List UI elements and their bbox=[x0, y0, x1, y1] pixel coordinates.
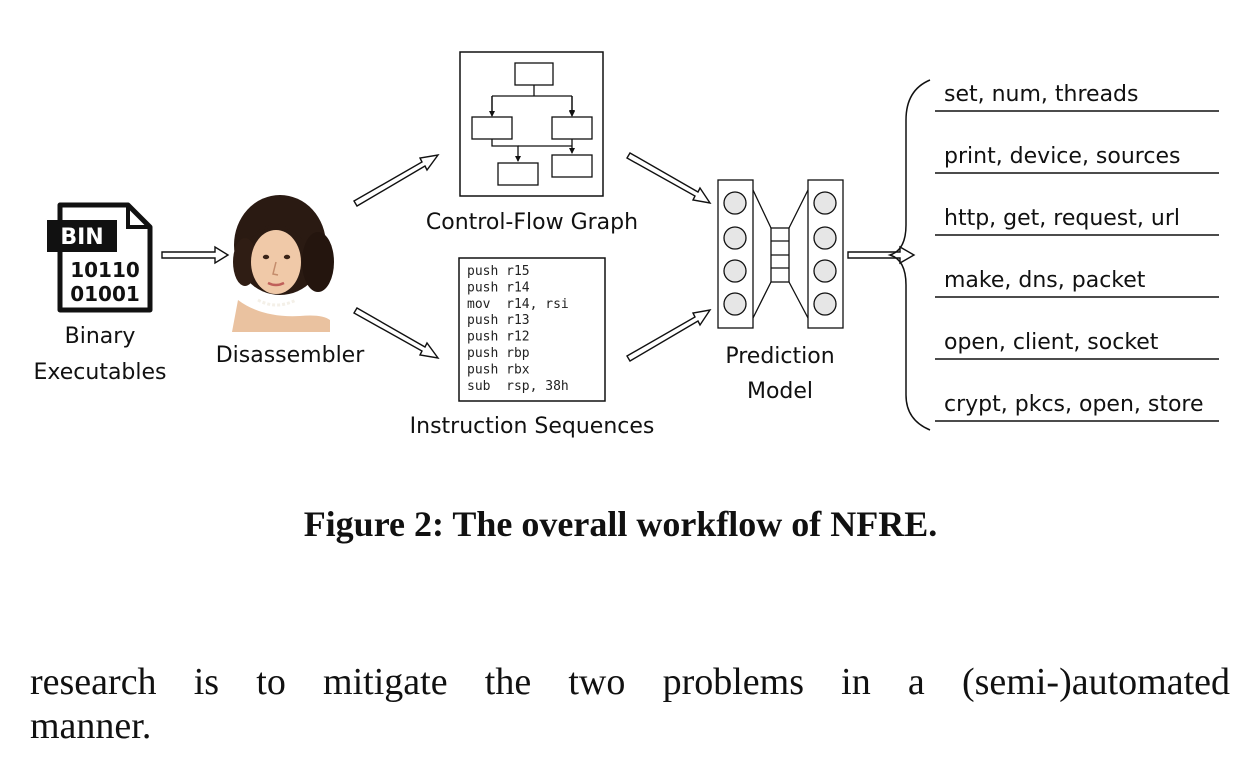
output-tokens: print, device, sources bbox=[944, 144, 1180, 169]
instruction-line: push r15 bbox=[467, 264, 530, 279]
instruction-line: push r13 bbox=[467, 313, 530, 328]
instruction-line: sub rsp, 38h bbox=[467, 379, 569, 394]
body-paragraph: research is to mitigate the two problems… bbox=[30, 660, 1230, 748]
figure-caption: Figure 2: The overall workflow of NFRE. bbox=[303, 504, 938, 544]
binary-file-icon: BIN 10110 01001 bbox=[47, 202, 153, 313]
model-node bbox=[723, 259, 747, 283]
instruction-line: push rbp bbox=[467, 346, 530, 361]
control-flow-graph-diagram bbox=[459, 51, 604, 197]
disassembler-label: Disassembler bbox=[216, 343, 365, 368]
instruction-line: push r14 bbox=[467, 280, 530, 295]
body-line-1: research is to mitigate the two problems… bbox=[30, 661, 1230, 703]
model-label-line-2: Model bbox=[747, 379, 813, 404]
instruction-line: push rbx bbox=[467, 362, 530, 377]
output-token-list: set, num, threads print, device, sources h… bbox=[935, 82, 1219, 422]
bin-line-2: 01001 bbox=[70, 282, 140, 306]
output-tokens: open, client, socket bbox=[944, 330, 1159, 355]
binary-label-line-1: Binary bbox=[65, 324, 136, 349]
output-tokens: http, get, request, url bbox=[944, 206, 1180, 231]
output-brace bbox=[887, 79, 931, 431]
body-line-2: manner. bbox=[30, 705, 152, 747]
model-node bbox=[813, 259, 837, 283]
prediction-model-diagram bbox=[717, 179, 844, 329]
arrow-binary-to-disassembler bbox=[161, 245, 230, 265]
model-node bbox=[723, 292, 747, 316]
bin-line-1: 10110 bbox=[70, 258, 140, 282]
cfg-label: Control-Flow Graph bbox=[426, 210, 638, 235]
instruction-line: mov r14, rsi bbox=[467, 297, 569, 312]
arrow-cfg-to-model bbox=[626, 152, 712, 204]
output-tokens: make, dns, packet bbox=[944, 268, 1146, 293]
disassembler-portrait-icon bbox=[232, 195, 334, 332]
model-label-line-1: Prediction bbox=[725, 344, 834, 369]
model-node bbox=[813, 292, 837, 316]
model-node bbox=[813, 191, 837, 215]
output-tokens: crypt, pkcs, open, store bbox=[944, 392, 1204, 417]
bin-badge: BIN bbox=[60, 225, 103, 250]
workflow-figure: BIN 10110 01001 Binary Executables Disas… bbox=[34, 51, 1219, 439]
model-node bbox=[813, 226, 837, 250]
arrow-to-cfg bbox=[353, 154, 440, 207]
model-node bbox=[723, 226, 747, 250]
instruction-sequences-label: Instruction Sequences bbox=[410, 414, 655, 439]
instruction-line: push r12 bbox=[467, 330, 530, 345]
model-node bbox=[723, 191, 747, 215]
binary-label-line-2: Executables bbox=[34, 360, 167, 385]
arrow-model-to-outputs bbox=[847, 245, 916, 265]
output-tokens: set, num, threads bbox=[944, 82, 1139, 107]
arrow-instructions-to-model bbox=[626, 309, 712, 362]
arrow-to-instructions bbox=[353, 307, 440, 359]
